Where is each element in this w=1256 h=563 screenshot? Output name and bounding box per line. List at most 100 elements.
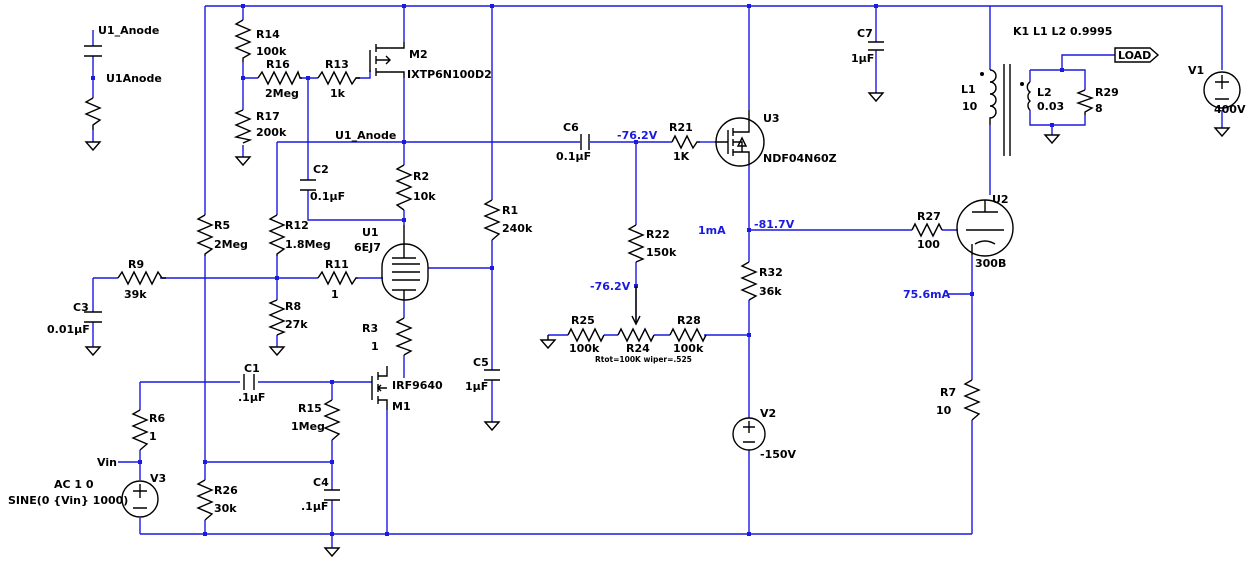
capacitors — [84, 41, 884, 501]
u2-cathode-current: 75.6mA — [903, 288, 951, 301]
R25-ref: R25 — [571, 314, 595, 327]
R17-value: 200k — [256, 126, 287, 139]
C5-value: 1µF — [465, 380, 488, 393]
C3-ref: C3 — [73, 301, 89, 314]
u2-grid-current: 1mA — [698, 224, 726, 237]
R16-ref: R16 — [266, 58, 290, 71]
R13-ref: R13 — [325, 58, 349, 71]
V1-ref: V1 — [1188, 64, 1204, 77]
R13-value: 1k — [330, 87, 346, 100]
C2-value: 0.1µF — [310, 190, 345, 203]
U2-ref: U2 — [992, 193, 1009, 206]
C4-symbol — [324, 489, 340, 501]
U3-mosfet — [715, 110, 765, 167]
R15-ref: R15 — [298, 402, 322, 415]
R7-ref: R7 — [940, 386, 956, 399]
R17-symbol — [233, 109, 253, 144]
R15-symbol — [323, 399, 341, 441]
C5-symbol — [484, 369, 500, 381]
C4-value: .1µF — [301, 500, 328, 513]
R12-value: 1.8Meg — [285, 238, 331, 251]
V3-value-line2: SINE(0 {Vin} 1000) — [8, 494, 128, 507]
R15-value: 1Meg — [291, 420, 325, 433]
R27-value: 100 — [917, 238, 940, 251]
R3-symbol — [395, 317, 413, 356]
C3-symbol — [84, 311, 102, 323]
R21-ref: R21 — [669, 121, 693, 134]
C3-value: 0.01µF — [47, 323, 90, 336]
U1-tube — [381, 225, 429, 301]
R16-value: 2Meg — [265, 87, 299, 100]
R6-ref: R6 — [149, 412, 165, 425]
R11-symbol — [317, 270, 358, 286]
V3-symbol — [121, 480, 159, 518]
R11-value: 1 — [331, 288, 339, 301]
U2-value: 300B — [975, 257, 1006, 270]
load-flag — [1114, 47, 1160, 63]
C6-value: 0.1µF — [556, 150, 591, 163]
R32-value: 36k — [759, 285, 782, 298]
L2-value: 0.03 — [1037, 100, 1064, 113]
L1-ref: L1 — [961, 83, 976, 96]
R29-symbol — [1075, 89, 1095, 115]
R12-ref: R12 — [285, 219, 309, 232]
R2-ref: R2 — [413, 170, 429, 183]
K1-directive: K1 L1 L2 0.9995 — [1013, 25, 1112, 38]
net-label-load: LOAD — [1118, 49, 1151, 62]
R5-value: 2Meg — [214, 238, 248, 251]
V2-ref: V2 — [760, 407, 776, 420]
R24-ref: R24 — [626, 342, 650, 355]
transformer — [980, 64, 1032, 156]
R22-symbol — [627, 224, 645, 263]
M2-value: IXTP6N100D2 — [407, 68, 492, 81]
C7-value: 1µF — [851, 52, 874, 65]
C5-ref: C5 — [473, 356, 489, 369]
R7-value: 10 — [936, 404, 952, 417]
L2-ref: L2 — [1037, 86, 1052, 99]
R32-symbol — [740, 261, 758, 301]
R5-ref: R5 — [214, 219, 230, 232]
R22-ref: R22 — [646, 228, 670, 241]
R8-ref: R8 — [285, 300, 301, 313]
U1-ref: U1 — [362, 226, 379, 239]
V2-symbol — [732, 417, 766, 451]
net-label-u1anode: U1Anode — [106, 72, 162, 85]
C6-symbol — [580, 134, 590, 150]
u2-grid-voltage: -81.7V — [754, 218, 795, 231]
wiper-voltage: -76.2V — [590, 280, 631, 293]
R6-value: 1 — [149, 430, 157, 443]
C7-symbol — [868, 41, 884, 51]
M2-ref: M2 — [409, 48, 428, 61]
R14-ref: R14 — [256, 28, 280, 41]
R14-symbol — [234, 19, 252, 62]
U3-value: NDF04N60Z — [763, 152, 837, 165]
R5-symbol — [196, 214, 214, 256]
R25-symbol — [567, 327, 605, 343]
R2-value: 10k — [413, 190, 436, 203]
V1-symbol — [1203, 71, 1241, 109]
V2-value: -150V — [760, 448, 797, 461]
C4-ref: C4 — [313, 476, 329, 489]
R9-symbol — [117, 270, 166, 286]
C7-ref: C7 — [857, 27, 873, 40]
R17-ref: R17 — [256, 110, 280, 123]
net-label-u1-anode-wire: U1_Anode — [335, 129, 396, 142]
V3-value-line1: AC 1 0 — [54, 478, 94, 491]
R28-value: 100k — [673, 342, 704, 355]
U2-tube — [956, 199, 1014, 257]
R29-ref: R29 — [1095, 86, 1119, 99]
R21-value: 1K — [673, 150, 690, 163]
net-label-vin: Vin — [97, 456, 117, 469]
R1-ref: R1 — [502, 204, 518, 217]
c6-node-voltage: -76.2V — [617, 129, 658, 142]
C1-value: .1µF — [238, 391, 265, 404]
C1-ref: C1 — [244, 362, 260, 375]
R21-symbol — [671, 134, 700, 150]
R8-symbol — [268, 299, 286, 336]
probe-resistor-symbol — [84, 97, 102, 130]
R22-value: 150k — [646, 246, 677, 259]
R27-symbol — [911, 222, 943, 238]
R1-value: 240k — [502, 222, 533, 235]
